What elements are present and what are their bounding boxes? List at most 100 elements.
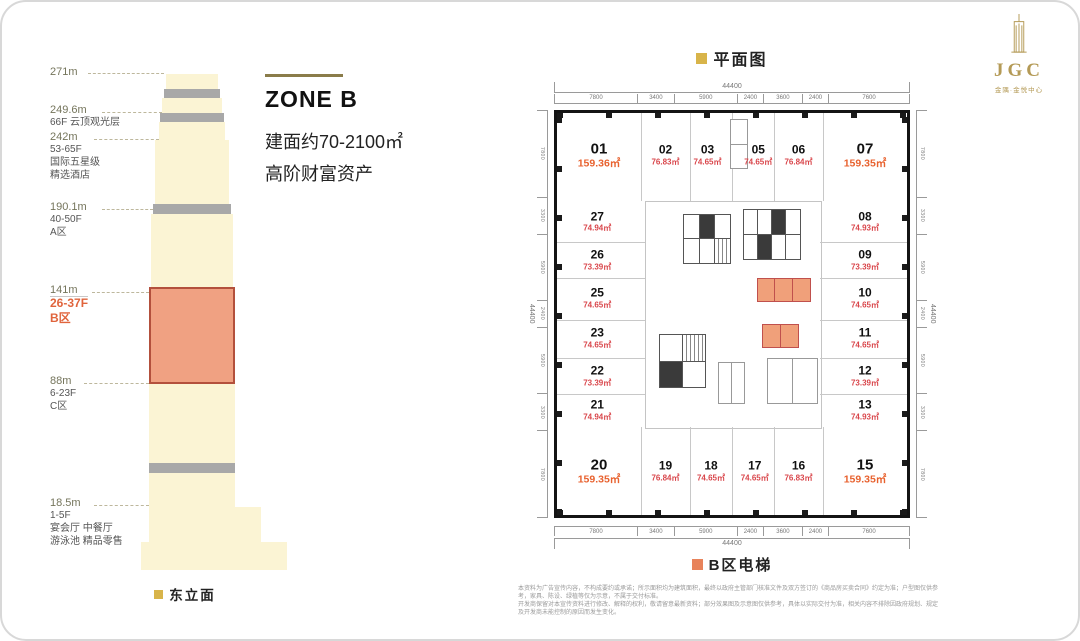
partition-line [819,277,907,279]
elevation-label-line: 26-37F [50,296,89,310]
partition-line [557,394,645,396]
unit-area: 74.94㎡ [583,412,612,422]
elevation-label-line: 精选酒店 [50,170,90,181]
tower-segment-zone-b-highlight [149,287,235,384]
marker-dash [102,112,162,113]
unit-area: 159.35㎡ [577,473,621,486]
unit-area: 74.65㎡ [744,157,773,167]
height-label: 249.6m [50,104,87,116]
partition-line [823,426,824,515]
dimension-value: 5900 [673,94,737,104]
dimension-value: 2400 [801,94,829,104]
unit-09: 09 73.39㎡ [851,247,879,271]
dimension-value: 2400 [736,94,764,104]
partition-line [823,113,824,202]
unit-15: 15 159.35㎡ [844,456,887,485]
zone-b-elevator-cell [793,278,810,301]
unit-11: 11 74.65㎡ [850,326,880,350]
elevator-cell [659,335,682,361]
unit-number: 06 [791,142,806,157]
unit-area: 159.35㎡ [843,473,887,486]
dimension-value: 5900 [673,526,737,536]
marker-dash [92,292,149,293]
unit-number: 12 [858,363,872,378]
unit-16: 16 76.83㎡ [784,458,812,482]
height-label: 18.5m [50,497,81,509]
dimension-value: 3300 [537,393,548,431]
unit-area: 74.65㎡ [850,340,880,350]
tower-segment [159,122,225,140]
unit-number: 26 [590,247,604,262]
partition-line [819,320,907,322]
unit-area: 74.93㎡ [850,223,880,233]
partition-line [641,426,642,515]
dimension-value: 5900 [537,327,548,394]
unit-26: 26 73.39㎡ [583,247,611,271]
dimension-value: 2400 [736,526,764,536]
dimension-value: 7800 [554,94,637,104]
partition-line [819,358,907,360]
unit-number: 01 [590,140,608,158]
dimension-value: 3600 [763,526,802,536]
dimension-value: 44400 [929,304,936,324]
unit-01: 01 159.36㎡ [578,141,621,170]
height-label: 88m [50,375,72,387]
plan-title-text: 平面图 [713,52,768,69]
gold-square-icon [154,589,164,599]
unit-number: 05 [751,142,765,157]
elevation-label-line: 宴会厅 中餐厅 [50,523,113,534]
unit-10: 10 74.65㎡ [851,286,879,310]
unit-number: 18 [704,458,718,473]
elevation-label-line: A区 [50,227,67,238]
partition-line [557,277,645,279]
marker-dash [94,505,149,506]
zone-b-elevator-cell [757,278,775,301]
wall-columns [557,113,562,515]
unit-02: 02 76.83㎡ [651,143,679,167]
unit-area: 73.39㎡ [583,378,612,388]
dimension-value: 3300 [916,196,927,234]
dimension-value: 2400 [916,299,927,328]
elevator-bank [742,209,801,260]
unit-05: 05 74.65㎡ [744,142,773,167]
elevator-cell [699,239,714,263]
east-elevation-text: 东立面 [169,588,216,603]
dimension-value: 2400 [801,526,829,536]
partition-line [774,113,775,202]
tower-segment-hotel [155,140,229,204]
dimension-value: 3300 [537,196,548,234]
elevation-label-line: 游泳池 精品零售 [50,536,123,547]
unit-area: 73.39㎡ [850,378,880,388]
unit-23: 23 74.65㎡ [583,326,611,350]
tower-spire [166,74,218,89]
elevator-bank [683,213,731,264]
dimension-value: 44400 [528,304,535,324]
dimension-value: 7800 [537,110,548,197]
unit-number: 25 [590,285,604,300]
unit-area: 74.65㎡ [693,157,722,167]
dimension-value: 7800 [916,110,927,197]
height-label: 141m [50,284,78,296]
room-cell [793,359,817,404]
unit-area: 159.35㎡ [843,157,887,170]
elevator-cell [715,214,730,239]
unit-number: 20 [590,456,608,474]
unit-12: 12 73.39㎡ [850,363,880,388]
dimension-bottom-total: 44400 [554,538,910,549]
unit-06: 06 76.84㎡ [784,142,812,167]
logo-text: JGC [994,60,1044,81]
unit-area: 76.84㎡ [651,473,680,483]
unit-area: 74.65㎡ [583,300,612,310]
room-cell [731,363,744,404]
zone-b-elevator-cell [762,325,780,348]
elevator-cell [684,239,699,263]
unit-number: 03 [700,142,715,157]
marker-dash [84,383,149,384]
elevator-cell [682,361,705,388]
dimension-bottom-segments: 7800 3400 5900 2400 3600 2400 7600 [554,526,910,536]
service-rooms [767,358,818,405]
zone-slogan-line: 高阶财富资产 [265,164,373,184]
unit-area: 74.65㎡ [740,473,769,483]
east-elevation-caption: 东立面 [120,584,250,604]
